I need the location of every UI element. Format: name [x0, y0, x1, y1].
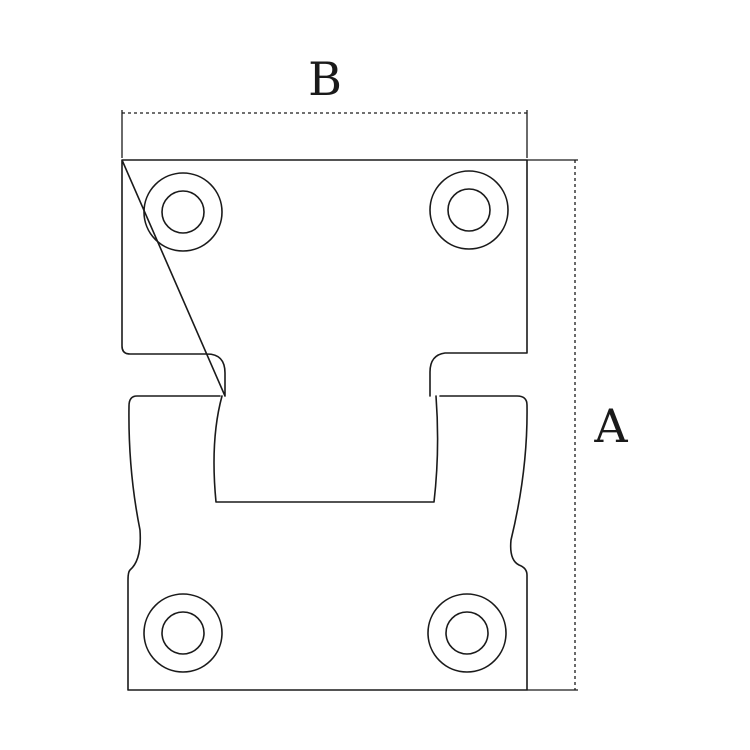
mounting-hole-bottom-right — [427, 593, 507, 673]
upper-leaf-outline — [121, 159, 528, 397]
dimension-b-label: B — [308, 52, 342, 106]
upper-leaf-tongue — [213, 395, 439, 503]
mounting-hole-top-right — [429, 170, 509, 250]
dimension-b: B — [121, 52, 528, 158]
mounting-hole-bottom-left — [143, 593, 223, 673]
dimension-a-label: A — [593, 399, 628, 453]
mounting-hole-top-left — [143, 172, 223, 252]
lower-leaf-outline — [127, 395, 528, 691]
dimension-a: A — [527, 159, 628, 691]
